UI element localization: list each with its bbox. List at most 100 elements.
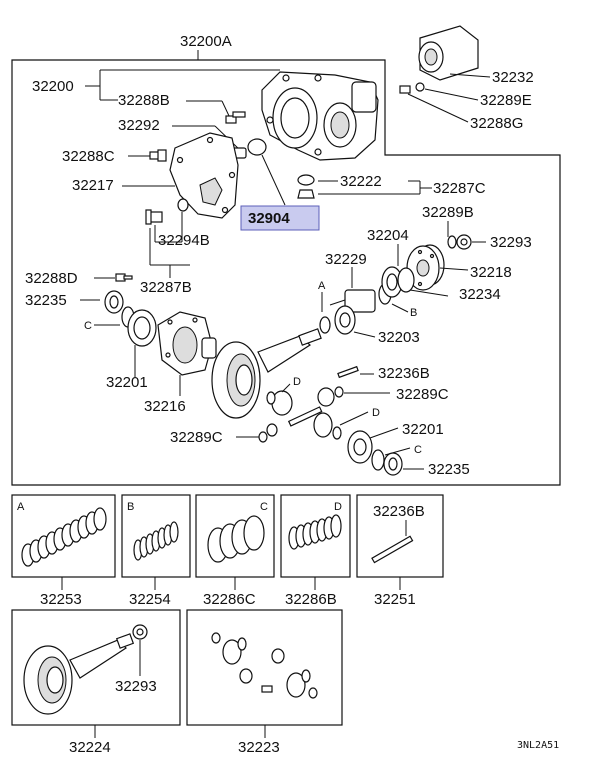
washer-32289C-bottom xyxy=(258,431,268,443)
callout-32292: 32292 xyxy=(118,117,160,134)
letter-C-left: C xyxy=(84,320,92,332)
drawing-code: 3NL2A51 xyxy=(517,740,559,751)
callout-32201-left: 32201 xyxy=(106,374,148,391)
kit-F-nut xyxy=(132,624,148,640)
kit-E-code: 32251 xyxy=(374,591,416,608)
letter-D-top: D xyxy=(293,376,301,388)
letter-D-bottom: D xyxy=(372,407,380,419)
washer-32289B xyxy=(447,235,457,249)
bearing-32201-right xyxy=(347,430,373,464)
kit-F-inner-code: 32293 xyxy=(115,678,157,695)
kit-C-code: 32286C xyxy=(203,591,256,608)
kit-E-pin xyxy=(371,535,414,564)
kit-box-G xyxy=(186,609,343,726)
callout-32229: 32229 xyxy=(325,251,367,268)
kit-F-ring-pinion xyxy=(23,633,135,715)
shim-C-right xyxy=(371,449,385,471)
oil-seal-32235-right xyxy=(383,452,403,476)
oil-seal-32234 xyxy=(397,267,415,293)
side-gear-right xyxy=(313,412,333,438)
thrust-washer-D-1 xyxy=(266,391,276,405)
callout-32201-right: 32201 xyxy=(402,421,444,438)
callout-32293-top: 32293 xyxy=(490,234,532,251)
callout-32217: 32217 xyxy=(72,177,114,194)
differential-case-32216 xyxy=(157,311,217,376)
kit-B-spacers xyxy=(133,521,179,561)
nut-32222 xyxy=(297,174,315,199)
nut-32293 xyxy=(456,234,472,250)
oil-seal-32235-left xyxy=(104,290,124,314)
pinion-gear-32289C xyxy=(317,387,335,407)
bearing-32203 xyxy=(334,305,356,335)
kit-D-letter: D xyxy=(334,501,342,513)
kit-A-shims xyxy=(21,507,107,567)
callout-32287B: 32287B xyxy=(140,279,192,296)
spacer-A xyxy=(319,316,331,334)
callout-32222: 32222 xyxy=(340,173,382,190)
kit-C-shims xyxy=(207,515,265,563)
callout-32288B: 32288B xyxy=(118,92,170,109)
callout-32235-bottom: 32235 xyxy=(428,461,470,478)
callout-32287C: 32287C xyxy=(433,180,486,197)
bolt-32288D xyxy=(115,273,133,282)
kit-D-washers xyxy=(288,514,342,550)
kit-A-letter: A xyxy=(17,501,25,513)
bolt-32288B xyxy=(225,111,246,124)
callout-32289E: 32289E xyxy=(480,92,532,109)
main-assembly-frame xyxy=(11,59,561,486)
callout-32200: 32200 xyxy=(32,78,74,95)
kit-B-code: 32254 xyxy=(129,591,171,608)
callout-32289C-bottom: 32289C xyxy=(170,429,223,446)
callout-32288G: 32288G xyxy=(470,115,523,132)
letter-A: A xyxy=(318,280,326,292)
kit-G-gears xyxy=(211,632,318,699)
companion-shaft-32229 xyxy=(329,289,376,313)
kit-B-letter: B xyxy=(127,501,134,513)
callout-32289C-right: 32289C xyxy=(396,386,449,403)
part-32904 xyxy=(247,138,267,156)
callout-32200A: 32200A xyxy=(180,33,232,50)
kit-F-code: 32224 xyxy=(69,739,111,756)
callout-32216: 32216 xyxy=(144,398,186,415)
part-32232 xyxy=(418,25,479,81)
plug-32294B xyxy=(145,209,163,225)
ring-gear xyxy=(211,341,261,419)
kit-box-A xyxy=(11,494,116,578)
bolt-32288C xyxy=(149,149,167,162)
differential-carrier-housing xyxy=(261,71,379,161)
bearing-32204 xyxy=(381,266,403,298)
callout-32232: 32232 xyxy=(492,69,534,86)
callout-32904: 32904 xyxy=(248,210,290,227)
letter-C-right: C xyxy=(414,444,422,456)
callout-32218: 32218 xyxy=(470,264,512,281)
letter-B: B xyxy=(410,307,417,319)
callout-32288D: 32288D xyxy=(25,270,78,287)
kit-A-code: 32253 xyxy=(40,591,82,608)
callout-32294B: 32294B xyxy=(158,232,210,249)
washer-32289E xyxy=(415,82,425,92)
drive-pinion xyxy=(257,328,322,373)
kit-E-label: 32236B xyxy=(373,503,425,520)
callout-32236B: 32236B xyxy=(378,365,430,382)
callout-32204: 32204 xyxy=(367,227,409,244)
bearing-32201-left xyxy=(127,309,157,347)
pinion-gear-bottom xyxy=(266,423,278,437)
pinion-shaft xyxy=(287,406,323,427)
highlight-32904 xyxy=(240,205,320,231)
kit-C-letter: C xyxy=(260,501,268,513)
kit-D-code: 32286B xyxy=(285,591,337,608)
washer-32289C-right xyxy=(334,386,344,398)
callout-32203: 32203 xyxy=(378,329,420,346)
side-gear-left xyxy=(271,390,293,416)
kit-box-F xyxy=(11,609,181,726)
washer-32294B xyxy=(177,198,189,212)
kit-box-B xyxy=(121,494,191,578)
thrust-washer-D-2 xyxy=(332,426,342,440)
kit-G-code: 32223 xyxy=(238,739,280,756)
callout-32288C: 32288C xyxy=(62,148,115,165)
companion-flange-32218 xyxy=(406,244,445,291)
pin-32236B xyxy=(337,365,359,379)
differential-cover xyxy=(169,132,239,219)
callout-32289B: 32289B xyxy=(422,204,474,221)
